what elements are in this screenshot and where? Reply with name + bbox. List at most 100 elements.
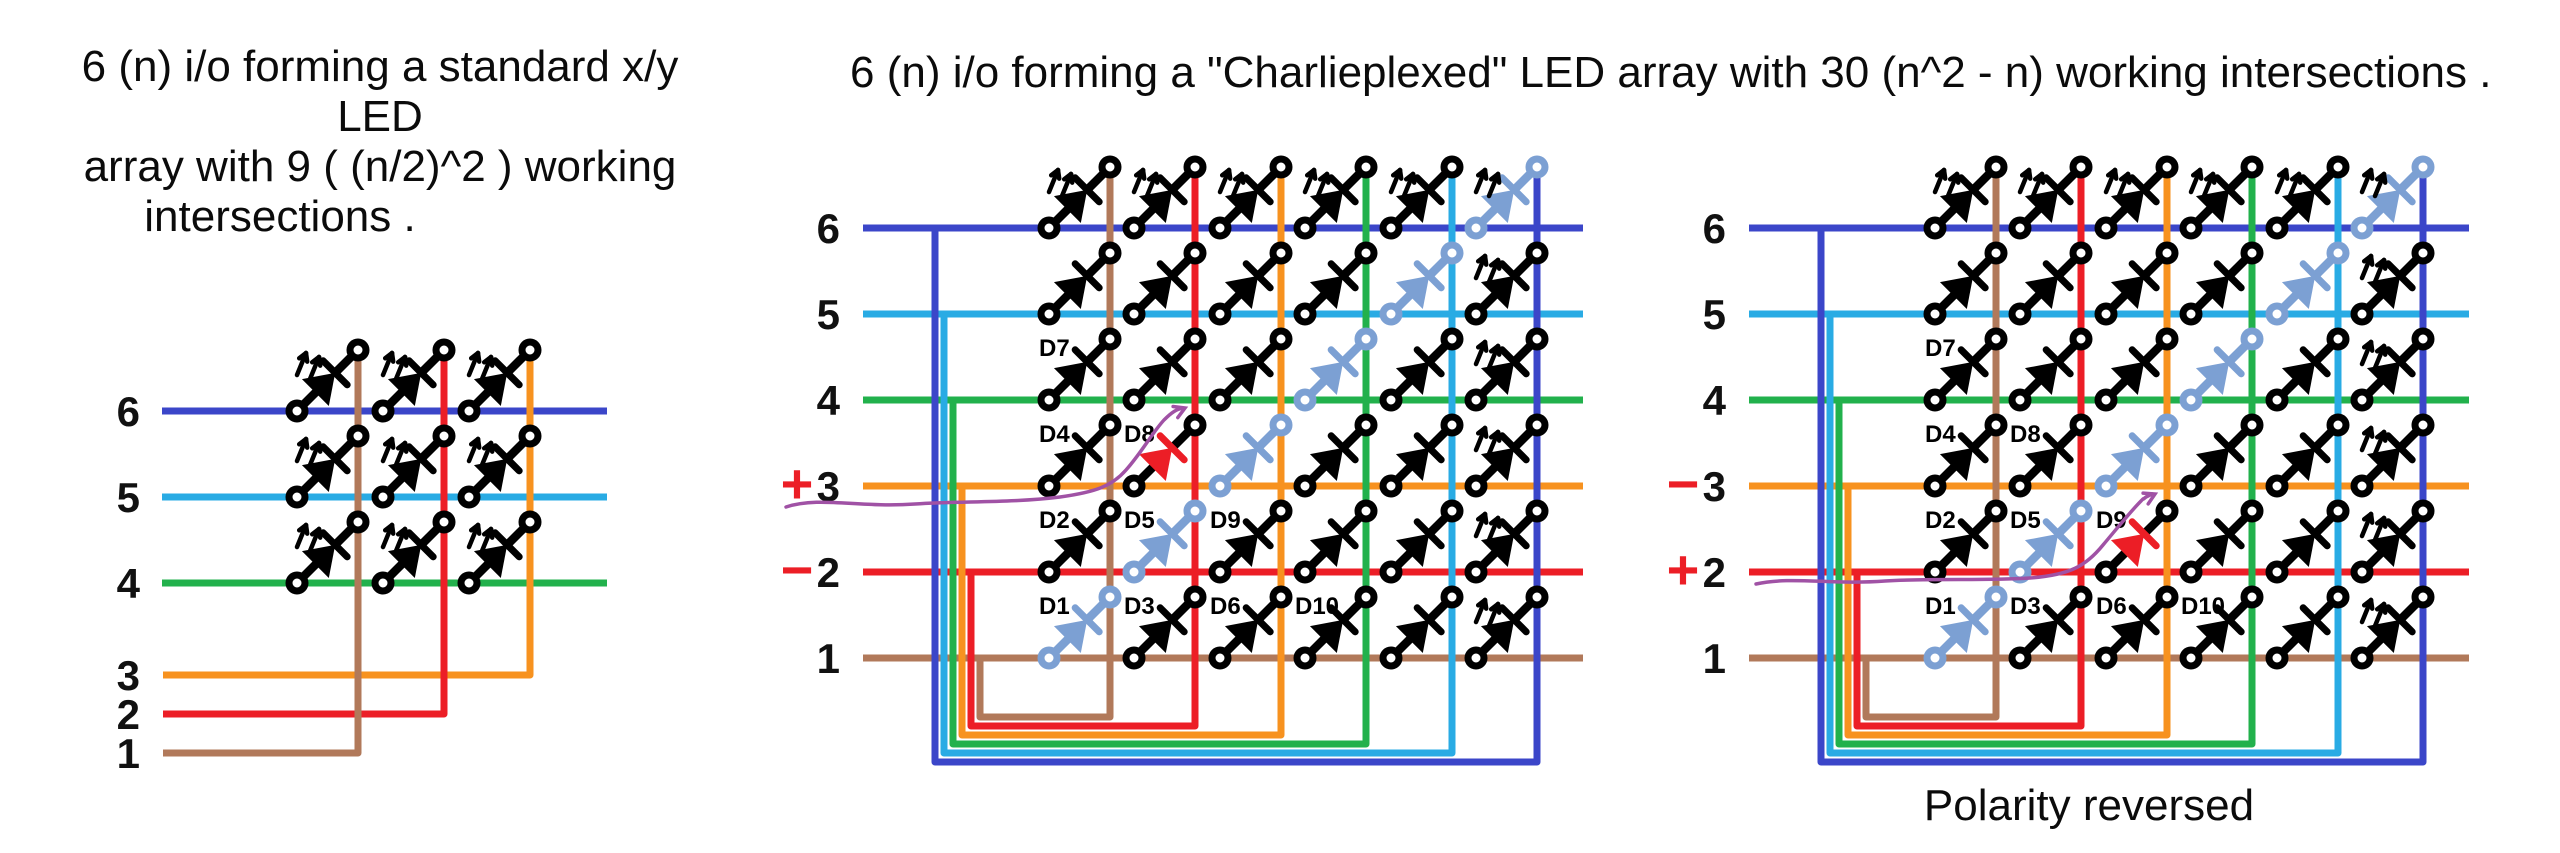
diode-cathode-bar [2042, 174, 2074, 206]
cathode-terminal [1098, 155, 1122, 179]
diode-cathode-bar [1156, 260, 1188, 292]
led-r6c5 [2265, 155, 2350, 240]
led-r6c2 [2008, 155, 2093, 240]
diode-cathode-bar [2128, 432, 2160, 464]
light-emission-arrow [395, 440, 408, 451]
diode-triangle [1395, 619, 1430, 654]
diode-cathode-bar [1156, 432, 1188, 464]
anode-terminal [1464, 474, 1488, 498]
led-r3c6 [2350, 413, 2435, 498]
anode-terminal [1379, 560, 1403, 584]
polarity-minus-sign: − [1667, 452, 1700, 515]
io-line-5-column [1826, 167, 2342, 757]
light-emission-arrow [1488, 171, 1501, 182]
cathode-terminal [1525, 585, 1549, 609]
light-emission-arrow [2118, 171, 2131, 182]
anode-terminal [1208, 388, 1232, 412]
cathode-terminal [1440, 241, 1464, 265]
led-r1c5 [1379, 585, 1464, 670]
diode-cathode-bar [2213, 346, 2245, 378]
diode-cathode-bar [2213, 174, 2245, 206]
anode-terminal [1293, 474, 1317, 498]
cathode-terminal [518, 510, 542, 534]
led-r6c6-skipped [1464, 155, 1549, 240]
led-r1c1-skipped: D1 [1923, 585, 2008, 670]
io-line-1-column [1862, 167, 2000, 721]
anode-terminal [1122, 560, 1146, 584]
diode-cathode-bar [1498, 260, 1530, 292]
anode-terminal [2008, 388, 2032, 412]
diode-cathode-bar [1156, 346, 1188, 378]
cathode-terminal [432, 510, 456, 534]
light-emission-arrow [481, 526, 494, 537]
cathode-terminal [2069, 327, 2093, 351]
light-emission-arrow [2105, 167, 2118, 178]
led-r4c4-skipped [2179, 327, 2264, 412]
led-r6c4 [2179, 155, 2264, 240]
cathode-terminal [2240, 585, 2264, 609]
diode-cathode-bar [1242, 346, 1274, 378]
led-r3c2-lit: D8 [1122, 413, 1207, 498]
led-r4c2 [1122, 327, 1207, 412]
diode-triangle [1053, 533, 1088, 568]
io-label-1: 1 [817, 635, 840, 682]
anode-terminal [1208, 560, 1232, 584]
led-r1c2: D3 [1122, 585, 1207, 670]
diode-cathode-bar [1413, 518, 1445, 550]
cathode-terminal [1440, 413, 1464, 437]
diode-cathode-bar [1957, 432, 1989, 464]
diode-triangle [1395, 275, 1430, 310]
anode-terminal [1379, 302, 1403, 326]
io-label-1: 1 [1703, 635, 1726, 682]
io-line-6-column [1817, 167, 2427, 766]
diode-cathode-bar [1957, 346, 1989, 378]
led-label-D3: D3 [2010, 593, 2041, 620]
cathode-terminal [2411, 413, 2435, 437]
light-emission-arrow [395, 526, 408, 537]
cathode-terminal [2155, 413, 2179, 437]
cathode-terminal [1525, 413, 1549, 437]
diode-cathode-bar [1156, 604, 1188, 636]
diode-cathode-bar [2128, 518, 2160, 550]
annotation-arrow [784, 404, 1189, 509]
diode-cathode-bar [2384, 518, 2416, 550]
cathode-terminal [1354, 327, 1378, 351]
anode-terminal [1037, 646, 1061, 670]
cathode-terminal [1269, 155, 1293, 179]
diode-triangle [1939, 447, 1974, 482]
light-emission-arrow [1934, 167, 1947, 178]
diode-triangle [2024, 533, 2059, 568]
diode-triangle [1309, 361, 1344, 396]
led-r2c4 [1293, 499, 1378, 584]
anode-terminal [2008, 302, 2032, 326]
cathode-terminal [432, 338, 456, 362]
anode-terminal [1293, 216, 1317, 240]
led-label-D8: D8 [2010, 421, 2041, 448]
anode-terminal [2265, 388, 2289, 412]
led-label-D6: D6 [2096, 593, 2127, 620]
diode-cathode-bar [1498, 346, 1530, 378]
led-r2c1: D2 [1923, 499, 2008, 584]
diode-triangle [2195, 361, 2230, 396]
led-r5c3 [2094, 241, 2179, 326]
anode-terminal [1122, 474, 1146, 498]
cathode-terminal [1269, 413, 1293, 437]
diode-cathode-bar [1327, 174, 1359, 206]
io-label-2: 2 [1703, 549, 1726, 596]
led-r3c1: D4 [1037, 413, 1122, 498]
anode-terminal [1208, 302, 1232, 326]
cathode-terminal [2155, 327, 2179, 351]
anode-terminal [1464, 560, 1488, 584]
led-r4c1: D7 [1037, 327, 1122, 412]
led-r5c6 [2350, 241, 2435, 326]
cathode-terminal [1269, 585, 1293, 609]
diode-cathode-bar [1498, 432, 1530, 464]
anode-terminal [1923, 560, 1947, 584]
diode-triangle [2110, 361, 2145, 396]
anode-terminal [2350, 474, 2374, 498]
io-line-3-column [163, 350, 534, 679]
anode-terminal [1122, 388, 1146, 412]
led-r2c2-skipped: D5 [1122, 499, 1207, 584]
io-label-5: 5 [817, 291, 840, 338]
